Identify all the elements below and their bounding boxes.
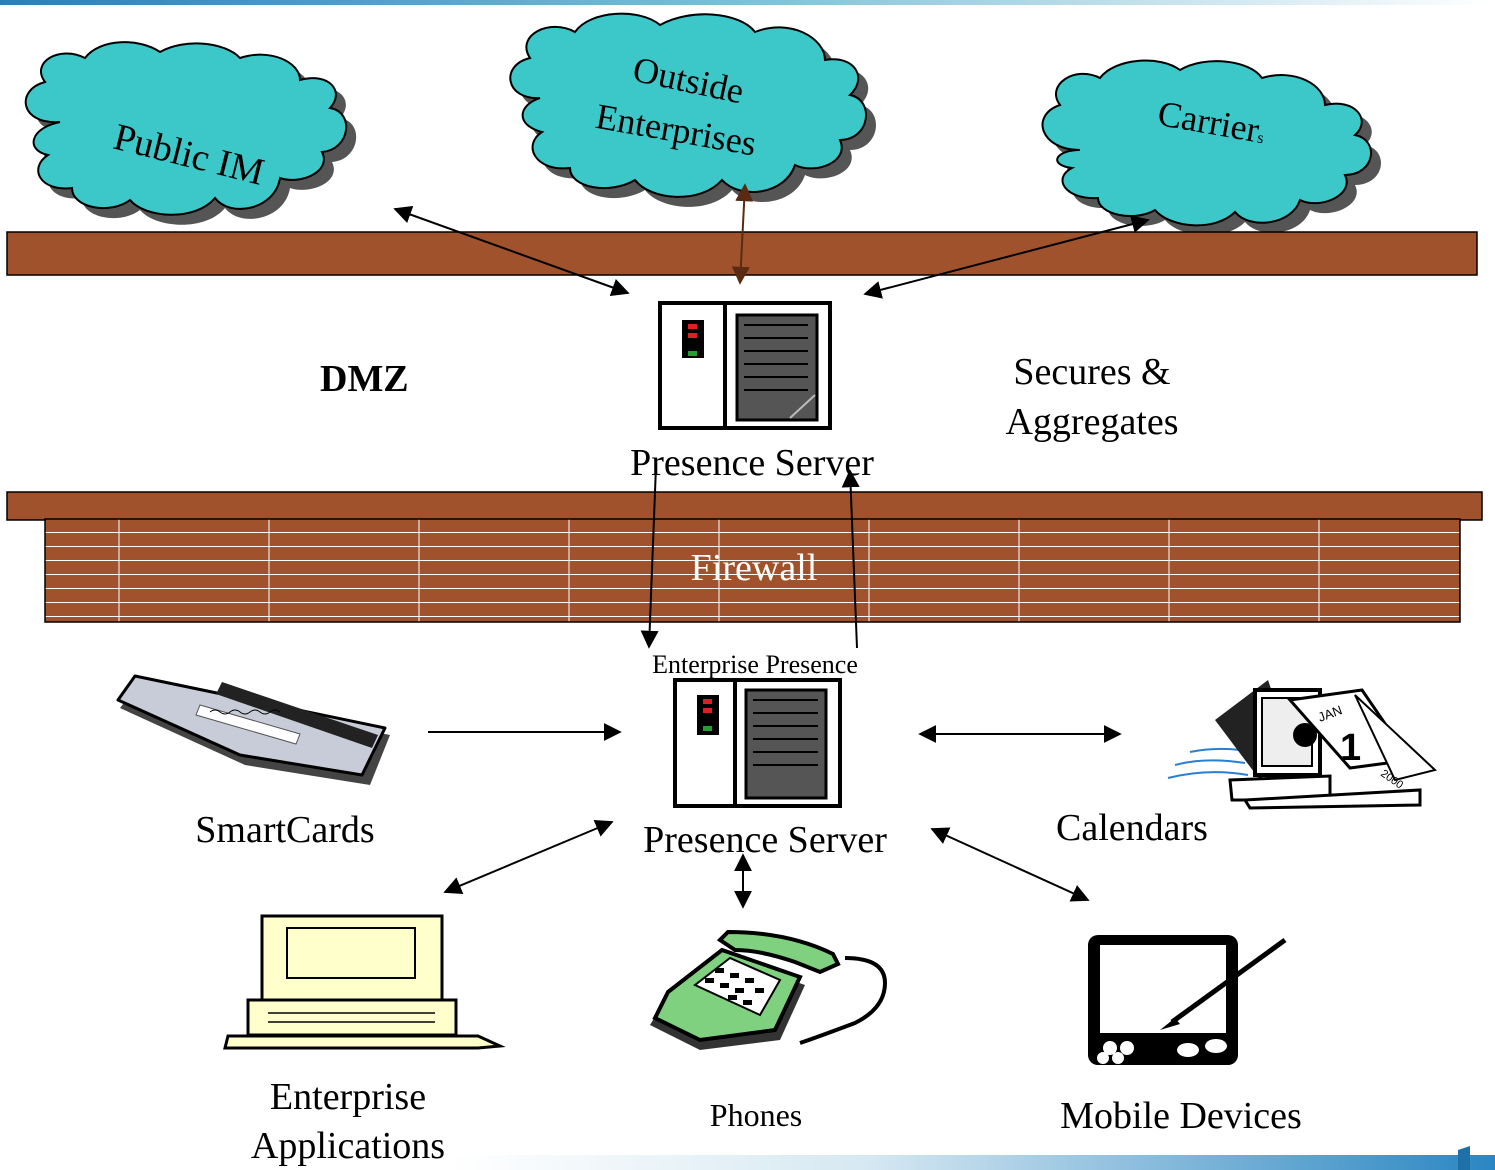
applications-line2: Applications <box>250 1125 446 1167</box>
firewall-cap <box>6 491 1483 521</box>
calendar-computer-icon: JAN 1 2000 <box>1167 680 1438 810</box>
enterprise-presence-title: Enterprise Presence <box>652 650 858 679</box>
arrow-dmz-to-enterprise <box>640 465 659 649</box>
arrow-public-im <box>393 206 630 296</box>
arrow-carriers <box>863 215 1150 299</box>
corner-logo <box>1458 1146 1470 1170</box>
carriers-cloud <box>1041 59 1382 236</box>
outside-enterprises-cloud <box>509 12 877 207</box>
applications-line1: Enterprise <box>269 1076 427 1118</box>
calendar-day-text: 1 <box>1340 727 1361 769</box>
arrow-outside-enterprises <box>731 183 754 285</box>
top-accent-bar <box>0 0 1495 5</box>
connector-arrows <box>393 183 1150 909</box>
secures-line1: Secures & <box>1013 351 1171 393</box>
secures-line2: Aggregates <box>1005 401 1179 443</box>
enterprise-server-label: Presence Server <box>643 819 887 861</box>
smartcard-icon <box>116 674 390 785</box>
enterprise-applications-computer-icon <box>223 914 506 1050</box>
firewall-bricks <box>44 518 1461 623</box>
smartcards-label: SmartCards <box>195 809 375 851</box>
dmz-server-label: Presence Server <box>630 442 874 484</box>
calendars-label: Calendars <box>1056 807 1208 849</box>
mobile-devices-label: Mobile Devices <box>1060 1095 1302 1137</box>
dmz-label: DMZ <box>320 358 409 400</box>
mobile-device-icon <box>1088 935 1287 1065</box>
public-im-cloud <box>24 41 357 225</box>
phone-icon <box>650 929 888 1050</box>
firewall-label: Firewall <box>690 547 818 589</box>
arrow-applications <box>443 819 614 895</box>
enterprise-presence-server-icon <box>673 678 842 808</box>
arrow-enterprise-to-dmz <box>841 469 860 649</box>
arrow-mobile <box>930 827 1090 902</box>
dmz-presence-server-icon <box>658 301 832 430</box>
phones-label: Phones <box>709 1097 803 1133</box>
bottom-accent-bar <box>450 1155 1495 1170</box>
